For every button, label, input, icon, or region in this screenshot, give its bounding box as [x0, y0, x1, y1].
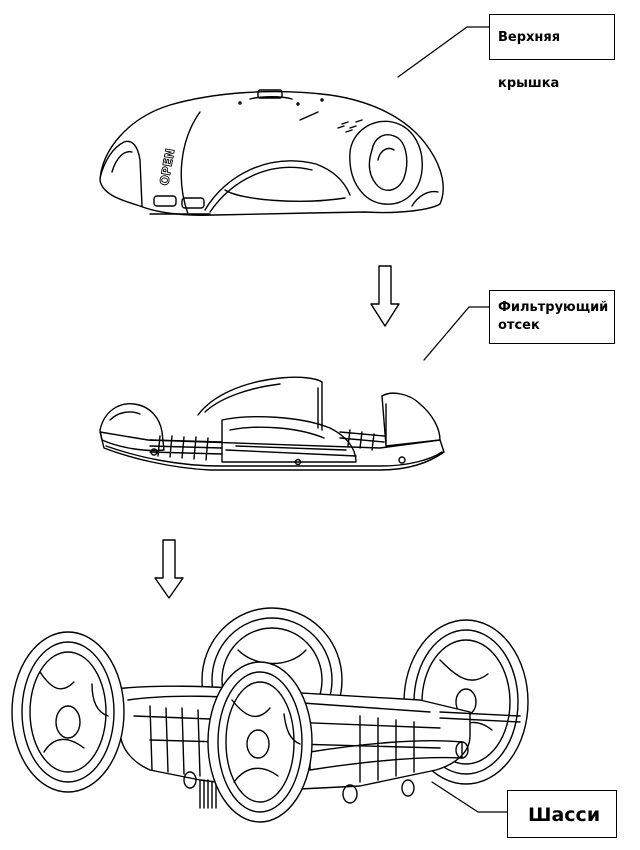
open-marking: OPEN: [157, 147, 177, 186]
down-arrow-1: [370, 265, 400, 327]
wheel-front-left: [11, 631, 125, 793]
label-top-cover-text: Верхняя крышка: [498, 30, 561, 91]
label-filter-line1: Фильтрующий: [498, 300, 609, 315]
leader-line-top-cover: [397, 26, 468, 78]
label-chassis: Шасси: [507, 790, 617, 838]
chassis-drawing: [11, 607, 529, 823]
top-cover-drawing: OPEN: [99, 89, 444, 216]
label-top-cover: Верхняя крышка: [489, 14, 615, 91]
filter-tray-drawing: [99, 376, 445, 471]
label-chassis-text: Шасси: [528, 804, 601, 826]
wheel-front-right: [207, 661, 313, 823]
label-filter-compartment: Фильтрующий отсек: [489, 290, 615, 344]
label-filter-line2: отсек: [498, 318, 540, 333]
leader-line-chassis: [431, 781, 479, 813]
down-arrow-2: [154, 539, 184, 599]
leader-line-filter: [423, 306, 470, 361]
